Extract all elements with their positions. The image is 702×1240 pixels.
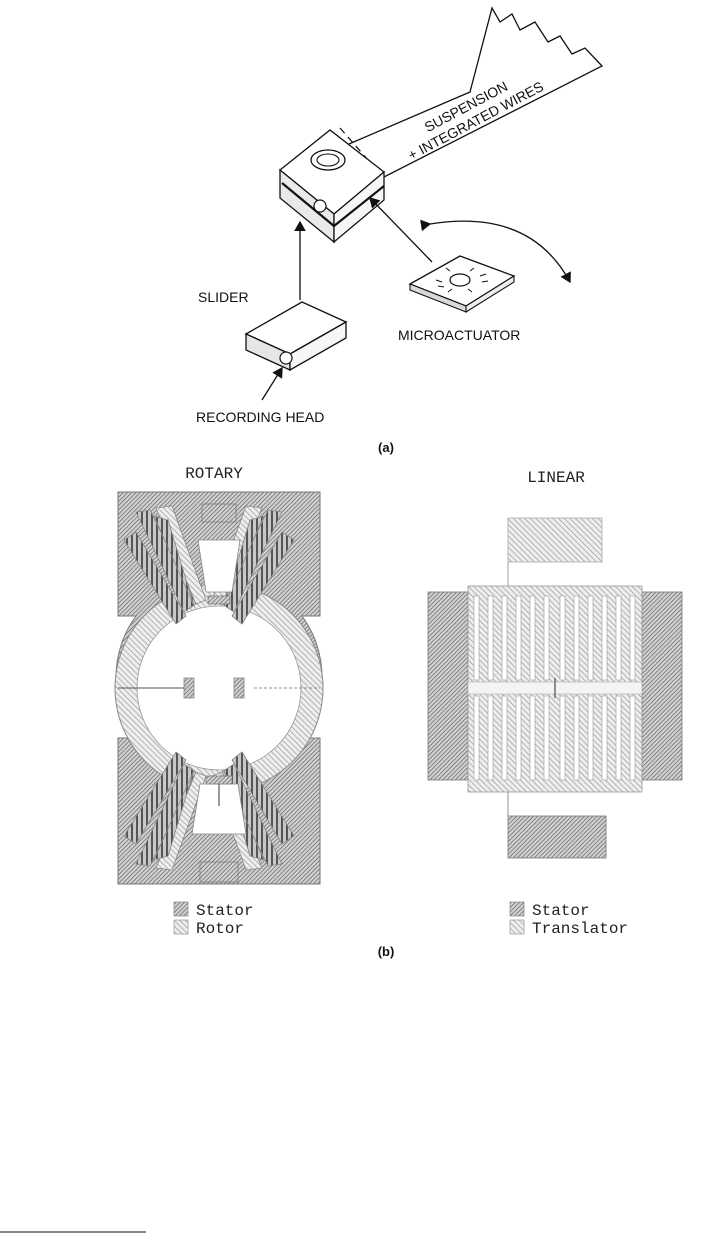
recording-head-arrow	[262, 368, 282, 400]
linear-panel: LINEAR	[428, 469, 682, 938]
rotary-center-pad-right	[234, 678, 244, 698]
suspension-beam	[335, 8, 602, 178]
head-element-icon	[314, 200, 326, 212]
rotary-legend-rotor-swatch	[174, 920, 188, 934]
linear-legend-stator-swatch	[510, 902, 524, 916]
rotary-legend-stator-swatch	[174, 902, 188, 916]
panel-a-caption: (a)	[378, 440, 394, 455]
linear-legend: Stator Translator	[510, 902, 628, 938]
linear-legend-stator: Stator	[532, 902, 590, 920]
microactuator-label: MICROACTUATOR	[398, 327, 520, 343]
recording-head-label: RECORDING HEAD	[196, 409, 324, 425]
linear-stator-right	[642, 592, 682, 780]
linear-legend-translator: Translator	[532, 920, 628, 938]
recording-head-icon	[280, 352, 292, 364]
panel-a: SUSPENSION + INTEGRATED WIRES SLIDER MIC…	[196, 8, 602, 455]
microactuator-chip	[410, 256, 514, 312]
linear-title: LINEAR	[527, 469, 585, 487]
linear-bottom-pad	[508, 816, 606, 858]
rotary-center-pad-left	[184, 678, 194, 698]
microactuator-arrow	[370, 198, 432, 262]
linear-legend-translator-swatch	[510, 920, 524, 934]
slider-block	[246, 302, 346, 370]
slider-label: SLIDER	[198, 289, 249, 305]
rotary-legend: Stator Rotor	[174, 902, 254, 938]
panel-b-caption: (b)	[378, 944, 395, 959]
linear-top-pad	[508, 518, 602, 562]
linear-stator-left	[428, 592, 468, 780]
rotary-legend-stator: Stator	[196, 902, 254, 920]
rotary-panel: ROTARY	[115, 465, 323, 938]
rotary-title: ROTARY	[185, 465, 243, 483]
rotary-legend-rotor: Rotor	[196, 920, 244, 938]
